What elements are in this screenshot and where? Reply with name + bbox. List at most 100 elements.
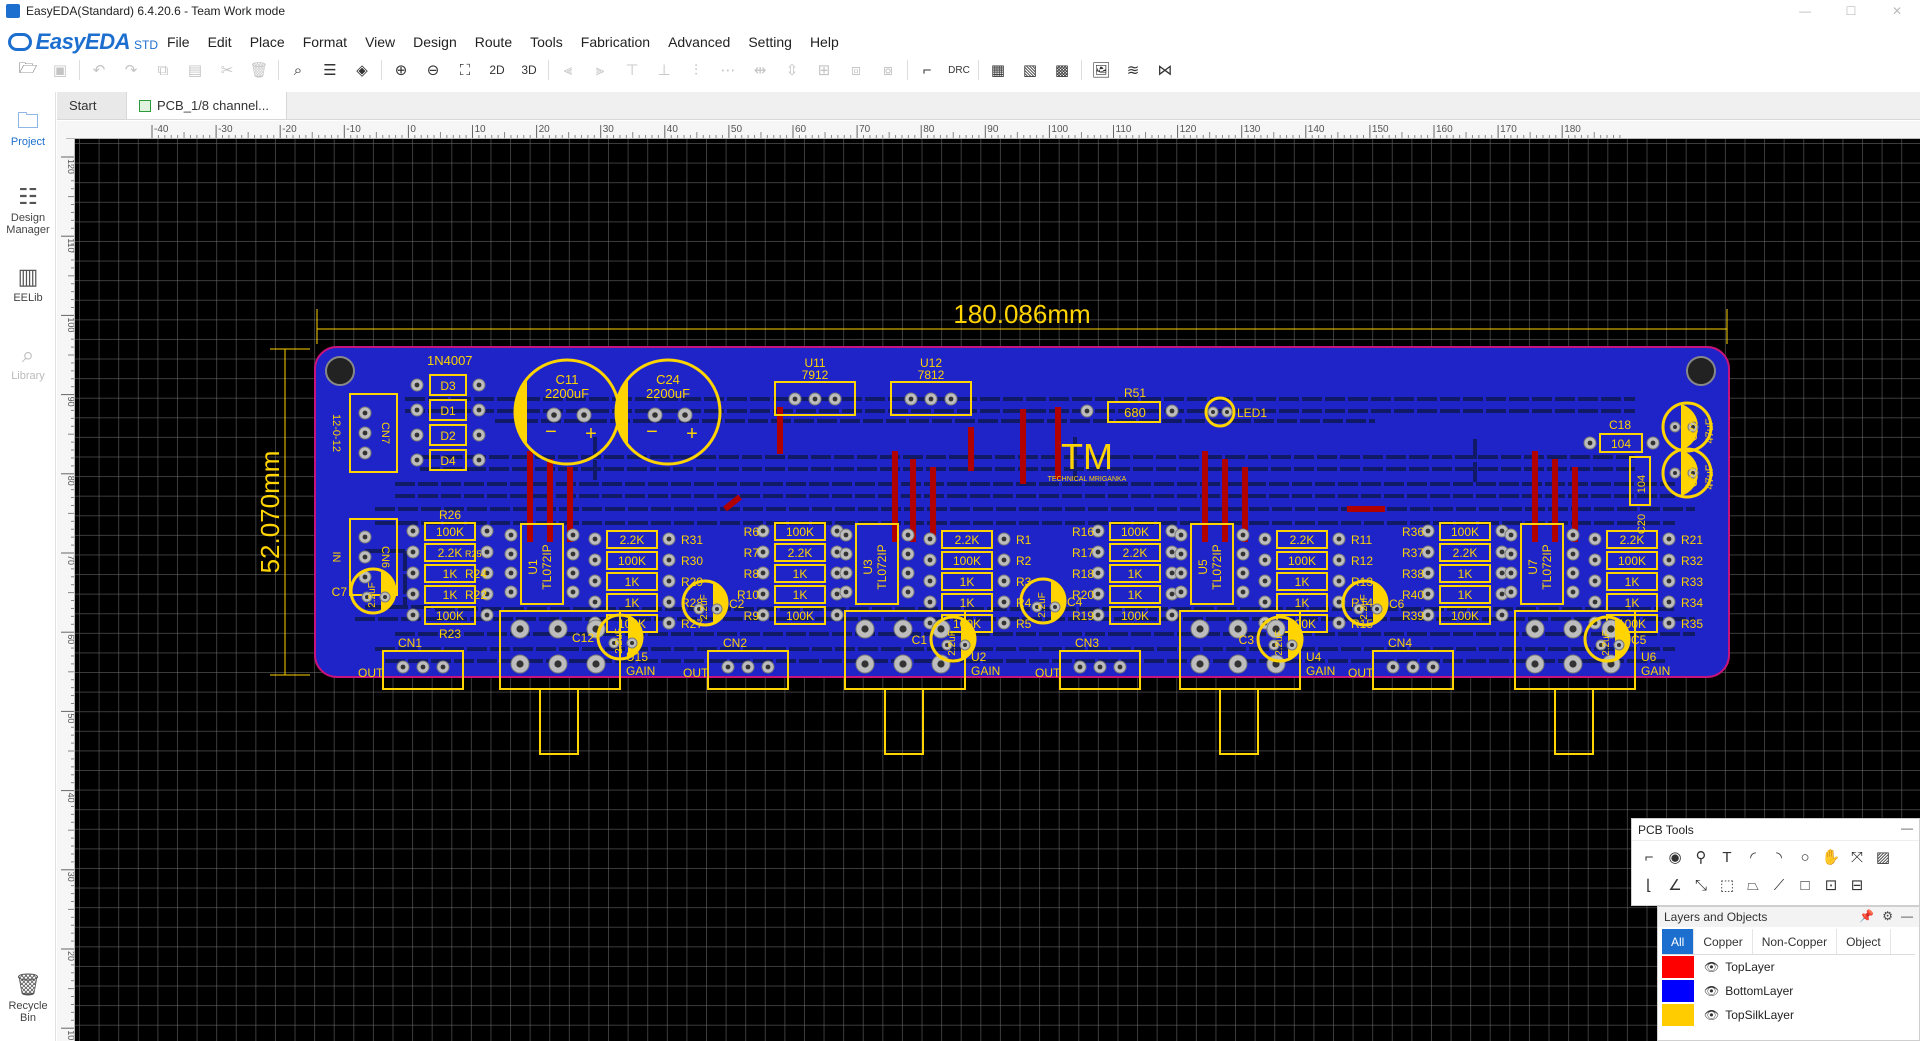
ungroup-icon[interactable]: ⧇ [883,61,893,79]
text-tool-icon[interactable]: T [1722,848,1732,866]
view-2d-button[interactable]: 2D [489,63,505,77]
layers-tab-object[interactable]: Object [1837,929,1891,954]
menu-design[interactable]: Design [413,34,457,50]
via-tool-icon[interactable]: ⚲ [1695,849,1707,866]
menu-file[interactable]: File [167,34,190,50]
gerber-icon[interactable]: ▧ [1022,62,1038,79]
menu-format[interactable]: Format [302,34,348,50]
layer-manager-icon[interactable]: ◈ [356,62,368,79]
tab-start[interactable]: Start [57,92,127,119]
line-tool-icon[interactable]: ⌊ [1646,877,1652,894]
layer-row-topsilk[interactable]: 👁 TopSilkLayer [1662,1003,1915,1027]
align-left-icon[interactable]: ⫷ [563,61,573,79]
cut-icon[interactable]: ✂ [220,62,234,79]
canvas-origin-icon[interactable]: ⊟ [1850,877,1864,894]
group-icon[interactable]: ⧈ [851,61,861,79]
delete-icon[interactable]: 🗑 [249,62,269,79]
layer-color-swatch[interactable] [1662,980,1694,1002]
search-icon[interactable]: ⌕ [293,61,303,79]
resistor-value: 100K [1288,554,1316,568]
maximize-icon[interactable]: ☐ [1845,4,1857,18]
layer-color-swatch[interactable] [1662,1004,1694,1026]
menu-route[interactable]: Route [474,34,513,50]
connect-tool-icon[interactable]: ⤡ [1694,876,1707,894]
menu-tools[interactable]: Tools [530,34,563,50]
align-center-h-icon[interactable]: ⫶ [694,61,698,79]
solid-region-icon[interactable]: ⬚ [1719,877,1735,894]
sidebar-item-project[interactable]: 🗀 Project [0,108,56,148]
fit-view-icon[interactable]: ⛶ [459,61,471,79]
align-top-icon[interactable]: ⊤ [625,62,639,79]
bom-icon[interactable]: ▦ [990,62,1006,79]
pad-tool-icon[interactable]: ◉ [1668,849,1682,866]
sidebar-item-eelib[interactable]: ▥ EELib [0,264,56,304]
share-icon[interactable]: ⋈ [1157,62,1173,79]
tab-pcb[interactable]: PCB_1/8 channel... [127,92,287,119]
find-list-icon[interactable]: ☰ [323,62,337,79]
pad-hole [484,570,490,576]
image-export-icon[interactable]: 🖼 [1091,62,1111,79]
minimize-panel-icon[interactable]: — [1901,909,1913,923]
resistor-ref: R1 [1016,533,1032,547]
undo-icon[interactable]: ↶ [92,62,106,79]
layer-row-bottom[interactable]: 👁 BottomLayer [1662,979,1915,1003]
layers-icon[interactable]: ≋ [1126,62,1140,79]
align-center-v-icon[interactable]: ⋯ [720,62,736,79]
sidebar-item-library[interactable]: ⌕ Library [0,342,56,382]
minimize-panel-icon[interactable]: — [1901,821,1913,835]
menu-help[interactable]: Help [809,34,839,50]
arc2-tool-icon[interactable]: ◝ [1776,849,1782,866]
eye-icon[interactable]: 👁 [1704,1008,1720,1022]
open-folder-icon[interactable]: 🗁 [18,59,38,77]
hand-tool-icon[interactable]: ✋ [1821,849,1841,866]
layer-row-top[interactable]: 👁 TopLayer [1662,955,1915,979]
resistor-outline [1109,606,1161,625]
sidebar-item-design-manager[interactable]: ☷ Design Manager [0,184,56,236]
order-icon[interactable]: ▩ [1054,62,1070,79]
arc-tool-icon[interactable]: ◜ [1750,849,1756,866]
redo-icon[interactable]: ↷ [124,62,138,79]
copy-icon[interactable]: ⧉ [157,61,169,79]
zoom-out-icon[interactable]: ⊖ [426,62,440,79]
rect-tool-icon[interactable]: □ [1800,876,1810,894]
align-right-icon[interactable]: ⫸ [595,61,605,79]
pin-icon[interactable]: 📌 [1859,909,1875,923]
save-icon[interactable]: ▣ [52,62,68,79]
hole-tool-icon[interactable]: ⊡ [1824,877,1838,894]
gear-icon[interactable]: ⚙ [1882,909,1893,923]
menu-advanced[interactable]: Advanced [668,34,731,50]
view-3d-button[interactable]: 3D [521,63,537,77]
drc-button[interactable]: DRC [948,64,970,76]
close-icon[interactable]: ✕ [1891,4,1903,18]
align-bottom-icon[interactable]: ⊥ [657,62,671,79]
layers-tab-all[interactable]: All [1662,929,1695,954]
connect-pad-icon[interactable]: ⤧ [1850,848,1863,866]
copper-area-icon[interactable]: ⏢ [1746,876,1759,894]
zoom-in-icon[interactable]: ⊕ [394,62,408,79]
align-grid-icon[interactable]: ⊞ [817,62,831,79]
dimension-tool-icon[interactable]: ∠ [1668,877,1682,894]
menu-place[interactable]: Place [249,34,285,50]
route-icon[interactable]: ⌐ [922,61,932,79]
circle-tool-icon[interactable]: ○ [1800,848,1810,866]
layers-tab-non-copper[interactable]: Non-Copper [1753,929,1838,954]
menu-edit[interactable]: Edit [207,34,232,50]
menu-view[interactable]: View [365,34,396,50]
track-tool-icon[interactable]: ⌐ [1644,848,1654,866]
eye-icon[interactable]: 👁 [1704,960,1720,974]
menu-setting[interactable]: Setting [748,34,792,50]
measure-icon[interactable]: ⟋ [1773,876,1785,894]
distribute-v-icon[interactable]: ⇳ [785,62,799,79]
distribute-h-icon[interactable]: ⇹ [753,62,767,79]
image-tool-icon[interactable]: ▨ [1875,849,1891,866]
eye-icon[interactable]: 👁 [1704,984,1720,998]
paste-icon[interactable]: ▤ [187,62,203,79]
layer-color-swatch[interactable] [1662,956,1694,978]
minimize-icon[interactable]: — [1799,4,1811,18]
layers-tab-copper[interactable]: Copper [1694,929,1753,954]
sidebar-item-recycle-bin[interactable]: 🗑 Recycle Bin [0,972,56,1024]
menu-fabrication[interactable]: Fabrication [580,34,651,50]
